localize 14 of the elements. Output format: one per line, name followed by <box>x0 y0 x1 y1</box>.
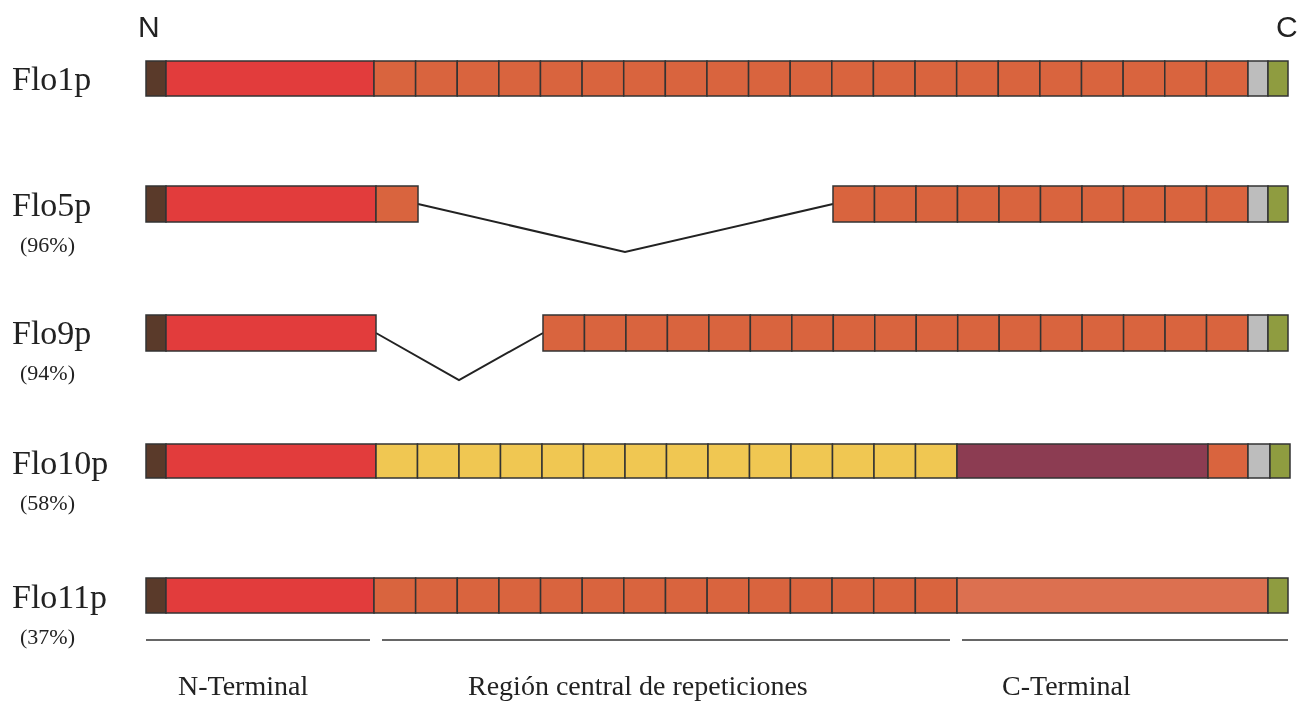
protein-name: Flo11p <box>12 580 108 614</box>
protein-name: Flo10p <box>12 446 109 480</box>
protein-name: Flo1p <box>12 62 92 96</box>
protein-name: Flo9p <box>12 316 92 350</box>
terminal-mark: C <box>1276 12 1298 42</box>
region-caption: Región central de repeticiones <box>468 672 808 700</box>
terminal-mark: N <box>138 12 160 42</box>
region-caption: N-Terminal <box>178 672 309 700</box>
identity-percent: (94%) <box>20 362 75 384</box>
identity-percent: (96%) <box>20 234 75 256</box>
region-caption: C-Terminal <box>1002 672 1131 700</box>
protein-name: Flo5p <box>12 188 92 222</box>
identity-percent: (58%) <box>20 492 75 514</box>
identity-percent: (37%) <box>20 626 75 648</box>
